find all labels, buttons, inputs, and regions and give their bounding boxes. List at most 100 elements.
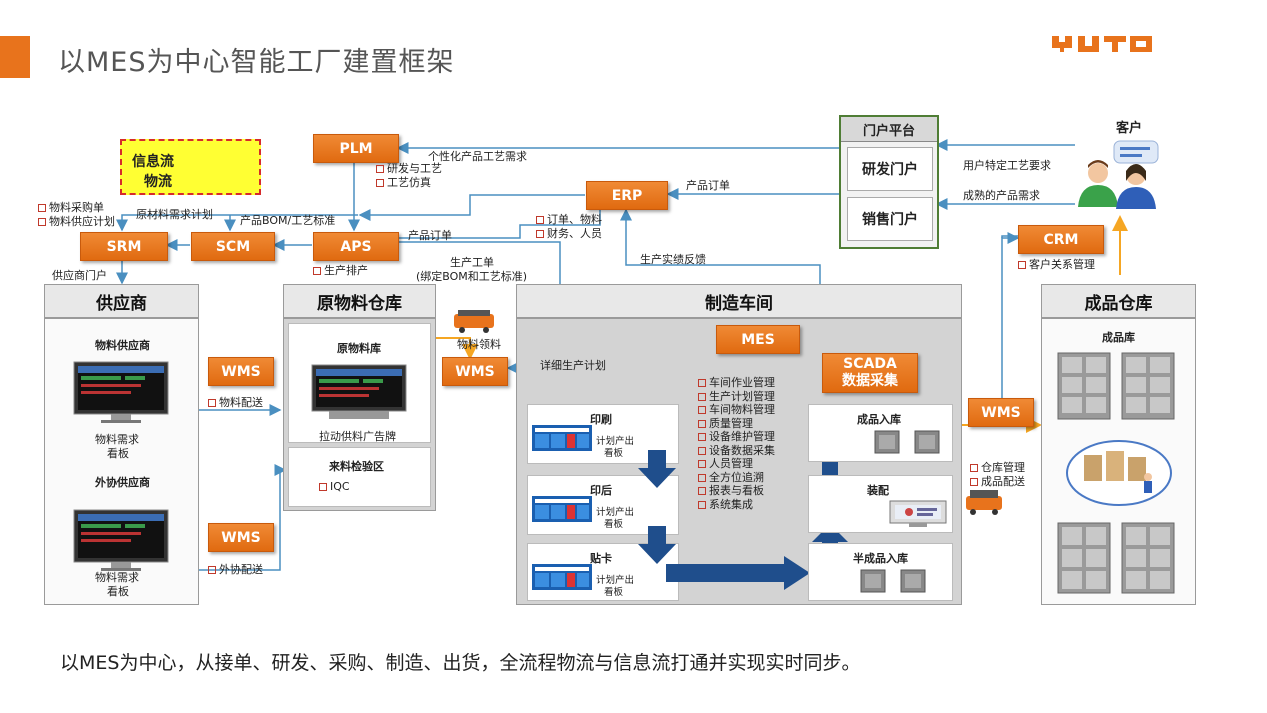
label-product-order-erp: 产品订单 [686, 179, 730, 192]
page-title: 以MES为中心智能工厂建置框架 [58, 47, 455, 78]
material-supplier: 物料供应商 [95, 339, 150, 352]
step-card-board-2: 看板 [604, 587, 624, 598]
erp-box[interactable]: ERP [586, 181, 668, 210]
step-post-board-2: 看板 [604, 519, 624, 530]
step-post: 印后 计划产出 看板 [527, 475, 679, 535]
wms-left-1-items: 物料配送 [208, 396, 263, 410]
raw-wh-panel: 原物料库 拉动供料广告牌 来料检验区 IQC [283, 318, 436, 511]
label-work-order-2: (绑定BOM和工艺标准) [416, 270, 528, 283]
inspect-label: 来料检验区 [329, 460, 384, 473]
step-print: 印刷 计划产出 看板 [527, 404, 679, 464]
board-1a: 物料需求 [95, 433, 139, 446]
raw-store-label: 原物料库 [337, 342, 381, 355]
srm-box[interactable]: SRM [80, 232, 168, 261]
workshop-flow-arrows [638, 450, 676, 564]
shelf-icon-bottom [1057, 522, 1175, 594]
title-accent-bar [0, 36, 30, 78]
assembly-label: 装配 [867, 484, 889, 497]
label-material-plan: 原材料需求计划 [136, 208, 213, 221]
board-1b: 看板 [107, 447, 129, 460]
label-detail-plan: 详细生产计划 [540, 359, 606, 372]
assembly-station: 装配 [808, 475, 953, 533]
label-mature-req: 成熟的产品需求 [963, 189, 1040, 202]
inspect-area: 来料检验区 IQC [288, 447, 431, 507]
finished-store-label: 成品库 [1102, 331, 1135, 344]
legend: 信息流 物流 [120, 139, 261, 195]
scada-label-1: SCADA [843, 356, 897, 372]
step-post-board-1: 计划产出 [596, 507, 635, 518]
wms-left-2-items: 外协配送 [208, 563, 263, 577]
assembly-screen-icon [889, 500, 947, 527]
wms-right-items: 仓库管理 成品配送 [970, 461, 1025, 488]
step-post-name: 印后 [590, 484, 612, 497]
agv-right-icon [964, 488, 1004, 520]
portal-sales[interactable]: 销售门户 [847, 197, 933, 241]
board-2a: 物料需求 [95, 571, 139, 584]
board-2b: 看板 [107, 585, 129, 598]
raw-board-label: 拉动供料广告牌 [319, 430, 396, 443]
crm-items: 客户关系管理 [1018, 258, 1095, 272]
step-post-board-icon [532, 496, 592, 522]
label-personal-req: 个性化产品工艺需求 [428, 150, 527, 163]
label-material-pick: 物料领料 [457, 338, 501, 351]
step-print-board-1: 计划产出 [596, 436, 635, 447]
label-user-req: 用户特定工艺要求 [963, 159, 1051, 172]
customer-label: 客户 [1116, 121, 1143, 136]
legend-material-flow: 物流 [144, 174, 172, 190]
legend-info-flow: 信息流 [132, 154, 174, 170]
semi-in-station: 半成品入库 [808, 543, 953, 601]
erp-items: 订单、物料 财务、人员 [536, 213, 602, 240]
warehouse-ops-icon [1066, 440, 1172, 506]
step-print-board-icon [532, 425, 592, 451]
step-print-name: 印刷 [590, 413, 612, 426]
label-product-order-aps: 产品订单 [408, 229, 452, 242]
supplier-monitor-2 [73, 509, 169, 577]
fg-in-station: 成品入库 [808, 404, 953, 462]
iqc-item: IQC [319, 480, 350, 494]
customer-icon [1070, 135, 1170, 219]
workshop-flow-arrow-right [666, 556, 810, 590]
label-supplier-portal: 供应商门户 [52, 269, 107, 282]
supplier-panel: 物料供应商 物料需求 看板 外协供应商 物料需求 看板 [44, 318, 199, 605]
supplier-monitor-1 [73, 361, 169, 429]
aps-box[interactable]: APS [313, 232, 399, 261]
wms-right[interactable]: WMS [968, 398, 1034, 427]
fg-in-boxes-icon [874, 430, 940, 454]
caption: 以MES为中心，从接单、研发、采购、制造、出货，全流程物流与信息流打通并实现实时… [60, 652, 861, 674]
scada-box[interactable]: SCADA 数据采集 [822, 353, 918, 393]
section-finished-wh: 成品仓库 [1041, 284, 1196, 318]
wms-middle[interactable]: WMS [442, 357, 508, 386]
portal-rd[interactable]: 研发门户 [847, 147, 933, 191]
portal-head: 门户平台 [841, 117, 937, 142]
yuto-logo [1050, 34, 1174, 58]
mes-functions: 车间作业管理 生产计划管理 车间物料管理 质量管理 设备维护管理 设备数据采集 … [698, 376, 775, 511]
label-bom-std: 产品BOM/工艺标准 [240, 214, 336, 227]
aps-items: 生产排产 [313, 264, 368, 278]
raw-store: 原物料库 拉动供料广告牌 [288, 323, 431, 443]
semi-in-boxes-icon [860, 569, 926, 593]
scada-label-2: 数据采集 [842, 373, 898, 389]
wms-left-1[interactable]: WMS [208, 357, 274, 386]
label-work-order-1: 生产工单 [450, 256, 494, 269]
step-card-name: 贴卡 [590, 552, 612, 565]
section-supplier: 供应商 [44, 284, 199, 318]
plm-items: 研发与工艺 工艺仿真 [376, 162, 442, 189]
portal-platform: 门户平台 研发门户 销售门户 [839, 115, 939, 249]
agv-icon [452, 308, 496, 338]
semi-in-label: 半成品入库 [853, 552, 908, 565]
wms-left-2[interactable]: WMS [208, 523, 274, 552]
scm-box[interactable]: SCM [191, 232, 275, 261]
section-workshop: 制造车间 [516, 284, 962, 318]
label-feedback: 生产实绩反馈 [640, 253, 706, 266]
mes-box[interactable]: MES [716, 325, 800, 354]
raw-monitor [311, 364, 407, 428]
plm-box[interactable]: PLM [313, 134, 399, 163]
shelf-icon-top [1057, 352, 1175, 420]
fg-in-label: 成品入库 [857, 413, 901, 426]
section-raw-wh: 原物料仓库 [283, 284, 436, 318]
crm-box[interactable]: CRM [1018, 225, 1104, 254]
step-card-board-icon [532, 564, 592, 590]
outsource-supplier: 外协供应商 [95, 476, 150, 489]
step-card-board-1: 计划产出 [596, 575, 635, 586]
srm-items: 物料采购单 物料供应计划 [38, 201, 115, 228]
